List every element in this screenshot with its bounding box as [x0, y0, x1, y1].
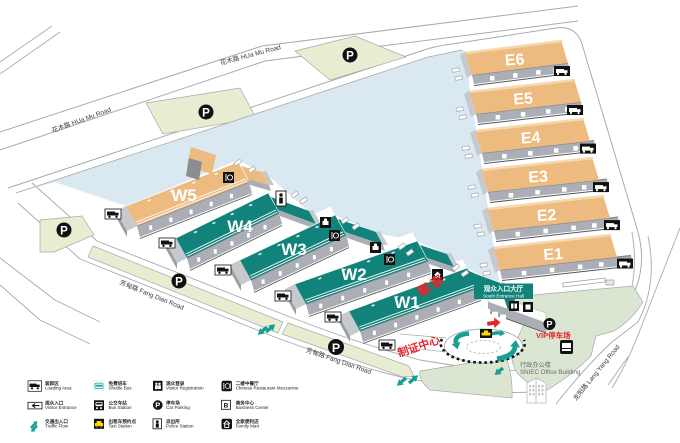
- svg-text:Visitor Registration: Visitor Registration: [166, 386, 204, 391]
- svg-text:停车场: 停车场: [166, 400, 180, 407]
- svg-text:Car Parking: Car Parking: [166, 405, 190, 410]
- svg-text:E4: E4: [520, 129, 541, 147]
- svg-text:E1: E1: [543, 246, 564, 264]
- svg-text:Bus Station: Bus Station: [109, 405, 133, 410]
- svg-text:B: B: [224, 402, 229, 409]
- svg-text:W3: W3: [281, 240, 307, 259]
- svg-text:Shuttle Bus: Shuttle Bus: [109, 386, 133, 391]
- svg-text:花木路 HUa Mu Road: 花木路 HUa Mu Road: [219, 42, 282, 67]
- svg-text:P: P: [175, 276, 183, 289]
- svg-text:E5: E5: [513, 90, 534, 108]
- svg-text:二楼中餐厅: 二楼中餐厅: [236, 380, 259, 387]
- svg-text:SNIEC Office Building: SNIEC Office Building: [520, 369, 581, 376]
- svg-text:公交车站: 公交车站: [109, 400, 128, 407]
- svg-text:交通出入口: 交通出入口: [45, 418, 68, 425]
- svg-text:制证中心: 制证中心: [396, 332, 442, 360]
- svg-text:P: P: [346, 50, 354, 63]
- svg-text:派出所: 派出所: [166, 418, 180, 425]
- svg-text:P: P: [202, 107, 210, 120]
- svg-text:装卸区: 装卸区: [44, 380, 59, 387]
- svg-text:观众登录: 观众登录: [166, 380, 185, 387]
- svg-text:E6: E6: [504, 51, 525, 69]
- svg-text:Loading Area: Loading Area: [45, 386, 72, 391]
- svg-text:W5: W5: [171, 186, 197, 205]
- svg-text:行政办公楼: 行政办公楼: [520, 361, 551, 369]
- svg-text:Chinese Restaurant Mezzanine: Chinese Restaurant Mezzanine: [236, 386, 299, 391]
- svg-text:South Entrance Hall: South Entrance Hall: [483, 294, 524, 299]
- svg-text:免费班车: 免费班车: [109, 380, 128, 387]
- svg-text:全家便利店: 全家便利店: [235, 418, 259, 425]
- svg-text:观众入口: 观众入口: [45, 400, 64, 407]
- svg-text:出租车预约点: 出租车预约点: [109, 418, 137, 425]
- svg-text:P: P: [60, 225, 68, 238]
- svg-text:P: P: [332, 341, 340, 355]
- svg-text:Taxi Station: Taxi Station: [109, 424, 133, 429]
- svg-text:VIP停车场: VIP停车场: [536, 330, 571, 340]
- svg-text:W4: W4: [227, 217, 253, 236]
- svg-text:观众入口大厅: 观众入口大厅: [484, 284, 524, 293]
- svg-text:商务中心: 商务中心: [236, 400, 255, 407]
- svg-text:P: P: [155, 401, 160, 410]
- svg-text:Traffic Flow: Traffic Flow: [45, 424, 69, 429]
- svg-text:W1: W1: [394, 293, 420, 312]
- svg-text:花木路 HUa Mu Road: 花木路 HUa Mu Road: [50, 105, 112, 135]
- svg-text:Visitor Entrance: Visitor Entrance: [45, 405, 77, 410]
- svg-text:Business Center: Business Center: [236, 405, 270, 410]
- svg-text:Police Station: Police Station: [166, 424, 194, 429]
- svg-text:W2: W2: [341, 265, 367, 284]
- svg-text:P: P: [546, 320, 552, 330]
- svg-text:E3: E3: [528, 168, 549, 186]
- svg-text:E2: E2: [536, 207, 557, 225]
- svg-text:Family Mart: Family Mart: [236, 424, 260, 429]
